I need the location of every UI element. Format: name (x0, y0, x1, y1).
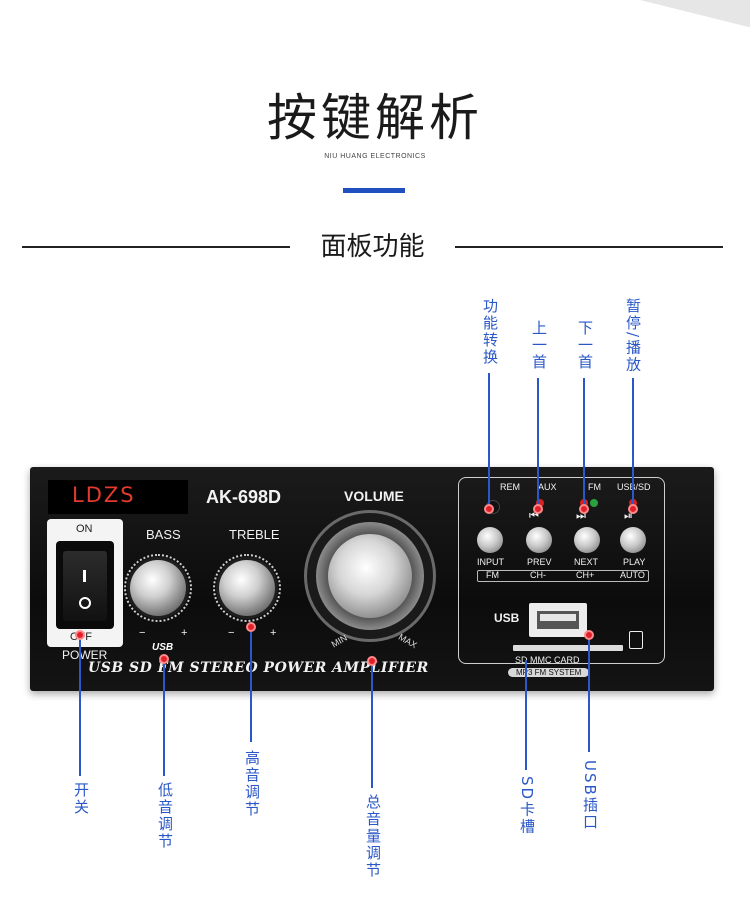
play-label: PLAY (623, 557, 646, 567)
sd-card-slot[interactable] (513, 645, 623, 651)
callout-line-sd (525, 660, 527, 770)
control-cluster (458, 477, 665, 664)
next-label: NEXT (574, 557, 599, 567)
callout-dot-volume (367, 656, 377, 666)
callout-next-track: 下一首 (576, 320, 594, 371)
callout-sd-slot: SD卡槽 (518, 776, 536, 836)
channel-fm-label: FM (486, 570, 499, 580)
page-subtitle: NIU HUANG ELECTRONICS (324, 153, 426, 160)
prev-icon: ⏮ (529, 509, 539, 522)
callout-dot-input (484, 504, 494, 514)
next-icon: ⏭ (576, 509, 586, 522)
callout-usb-port: USB插口 (581, 760, 599, 831)
callout-play-pause: 暂停/播放 (624, 298, 642, 374)
callout-line-usb (588, 640, 590, 752)
rem-label: REM (500, 482, 520, 492)
callout-line-volume (371, 666, 373, 788)
volume-label: VOLUME (344, 488, 404, 504)
section-divider-right (455, 246, 723, 248)
callout-line-bass (163, 664, 165, 776)
section-title: 面板功能 (320, 232, 425, 262)
callout-dot-next (579, 504, 589, 514)
callout-line-treble (250, 632, 252, 742)
bass-knob-scale (124, 554, 192, 622)
callout-volume-adjust: 总音量调节 (364, 794, 382, 879)
channel-down-label: CH- (530, 570, 546, 580)
channel-up-label: CH+ (576, 570, 595, 580)
page-title: 按键解析 (267, 89, 483, 147)
aux-led (536, 499, 544, 507)
callout-bass-adjust: 低音调节 (156, 782, 174, 850)
treble-knob[interactable] (219, 560, 275, 616)
fm-label: FM (588, 482, 601, 492)
bass-minus-label: − (139, 627, 146, 639)
callout-line-power (79, 640, 81, 776)
bass-plus-label: + (181, 627, 188, 639)
callout-line-play (632, 378, 634, 508)
aux-label: AUX (538, 482, 557, 492)
treble-label: TREBLE (229, 527, 280, 542)
next-button[interactable] (574, 527, 600, 553)
switch-on-mark (83, 570, 86, 582)
callout-dot-usb (584, 630, 594, 640)
sd-card-label: SD MMC CARD (515, 655, 580, 665)
input-button[interactable] (477, 527, 503, 553)
callout-input-mode: 功能转换 (481, 298, 499, 366)
fm-led-green (590, 499, 598, 507)
volume-knob[interactable] (328, 534, 412, 618)
corner-decoration (630, 0, 750, 30)
sd-card-icon (629, 631, 643, 649)
switch-on-label: ON (76, 523, 93, 535)
usb-port-label: USB (494, 611, 520, 625)
panel-strip-text: USB SD FM STEREO POWER AMPLIFIER (88, 660, 429, 676)
usb-logo: USB (152, 642, 174, 653)
brand-logo: LDZS (72, 483, 136, 507)
system-label: MP3 FM SYSTEM (508, 668, 590, 677)
input-label: INPUT (477, 557, 504, 567)
callout-power-switch: 开关 (72, 782, 90, 816)
bass-knob[interactable] (130, 560, 186, 616)
section-divider-left (22, 246, 290, 248)
callout-dot-play (628, 504, 638, 514)
callout-dot-prev (533, 504, 543, 514)
callout-line-input (488, 373, 490, 508)
prev-button[interactable] (526, 527, 552, 553)
switch-off-mark (79, 597, 91, 609)
play-button[interactable] (620, 527, 646, 553)
play-pause-icon: ⏯ (624, 509, 633, 522)
channel-auto-label: AUTO (620, 570, 645, 580)
callout-line-prev (537, 378, 539, 508)
usb-port-tongue (540, 614, 576, 621)
prev-label: PREV (527, 557, 552, 567)
model-number: AK-698D (206, 487, 282, 507)
treble-minus-label: − (228, 627, 235, 639)
callout-dot-bass (159, 654, 169, 664)
channel-strip (477, 570, 649, 582)
treble-plus-label: + (270, 627, 277, 639)
power-switch-rocker[interactable] (63, 551, 107, 621)
callout-line-next (583, 378, 585, 508)
treble-knob-scale (213, 554, 281, 622)
callout-treble-adjust: 高音调节 (243, 750, 261, 818)
callout-prev-track: 上一首 (530, 320, 548, 371)
brand-plate (48, 480, 188, 514)
power-label: POWER (62, 648, 108, 662)
title-underline (343, 188, 405, 193)
callout-dot-power (75, 630, 85, 640)
bass-label: BASS (146, 527, 181, 542)
callout-dot-treble (246, 622, 256, 632)
